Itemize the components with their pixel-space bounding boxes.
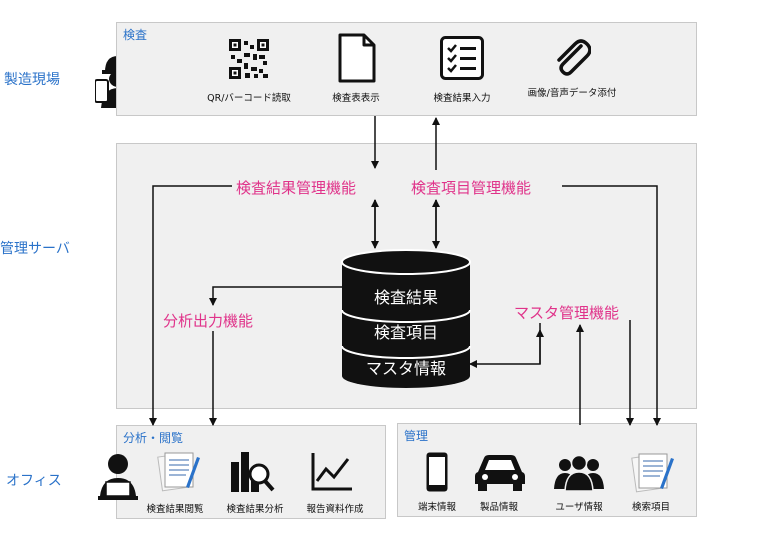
db-inspection-items: 検査項目	[374, 323, 438, 342]
field-panel-title: 検査	[123, 28, 148, 42]
paperclip-icon[interactable]	[551, 38, 592, 82]
analysis-item-view-label: 検査結果閲覧	[146, 504, 204, 515]
document-icon[interactable]	[338, 33, 376, 87]
search-items-document-icon[interactable]	[630, 450, 674, 498]
office-worker-icon	[96, 452, 140, 506]
analysis-panel-title: 分析・閲覧	[123, 431, 184, 445]
field-item-sheet-label: 検査表表示	[332, 93, 380, 104]
admin-item-device-label: 端末情報	[417, 502, 457, 513]
field-item-qr-label: QR/バーコード読取	[207, 93, 291, 104]
admin-item-product-label: 製品情報	[479, 502, 519, 513]
database-icon: 検査結果 検査項目 マスタ情報	[340, 248, 472, 394]
analysis-output-function: 分析出力機能	[160, 310, 257, 331]
line-chart-icon[interactable]	[310, 451, 354, 497]
result-management-function: 検査結果管理機能	[233, 177, 360, 198]
checklist-icon[interactable]	[440, 36, 484, 84]
smartphone-icon[interactable]	[425, 451, 449, 497]
qr-code-icon[interactable]	[229, 39, 269, 83]
db-inspection-results: 検査結果	[374, 288, 438, 307]
admin-panel-title: 管理	[404, 429, 429, 443]
admin-item-search-label: 検索項目	[631, 502, 671, 513]
db-master-info: マスタ情報	[366, 359, 446, 378]
report-document-icon[interactable]	[156, 449, 200, 497]
side-label-server: 管理サーバ	[0, 241, 70, 257]
admin-item-user-label: ユーザ情報	[555, 502, 603, 513]
bar-chart-magnifier-icon[interactable]	[229, 448, 275, 498]
analysis-item-report-label: 報告資料作成	[306, 504, 364, 515]
field-item-attach-label: 画像/音声データ添付	[527, 88, 617, 99]
users-group-icon[interactable]	[553, 453, 605, 495]
field-inspection-panel: 検査	[116, 22, 697, 116]
analysis-item-analyze-label: 検査結果分析	[226, 504, 284, 515]
car-icon[interactable]	[474, 452, 526, 496]
item-management-function: 検査項目管理機能	[408, 177, 535, 198]
side-label-field: 製造現場	[4, 72, 60, 88]
side-label-office: オフィス	[6, 473, 62, 489]
field-item-input-label: 検査結果入力	[433, 93, 491, 104]
master-management-function: マスタ管理機能	[511, 302, 623, 323]
